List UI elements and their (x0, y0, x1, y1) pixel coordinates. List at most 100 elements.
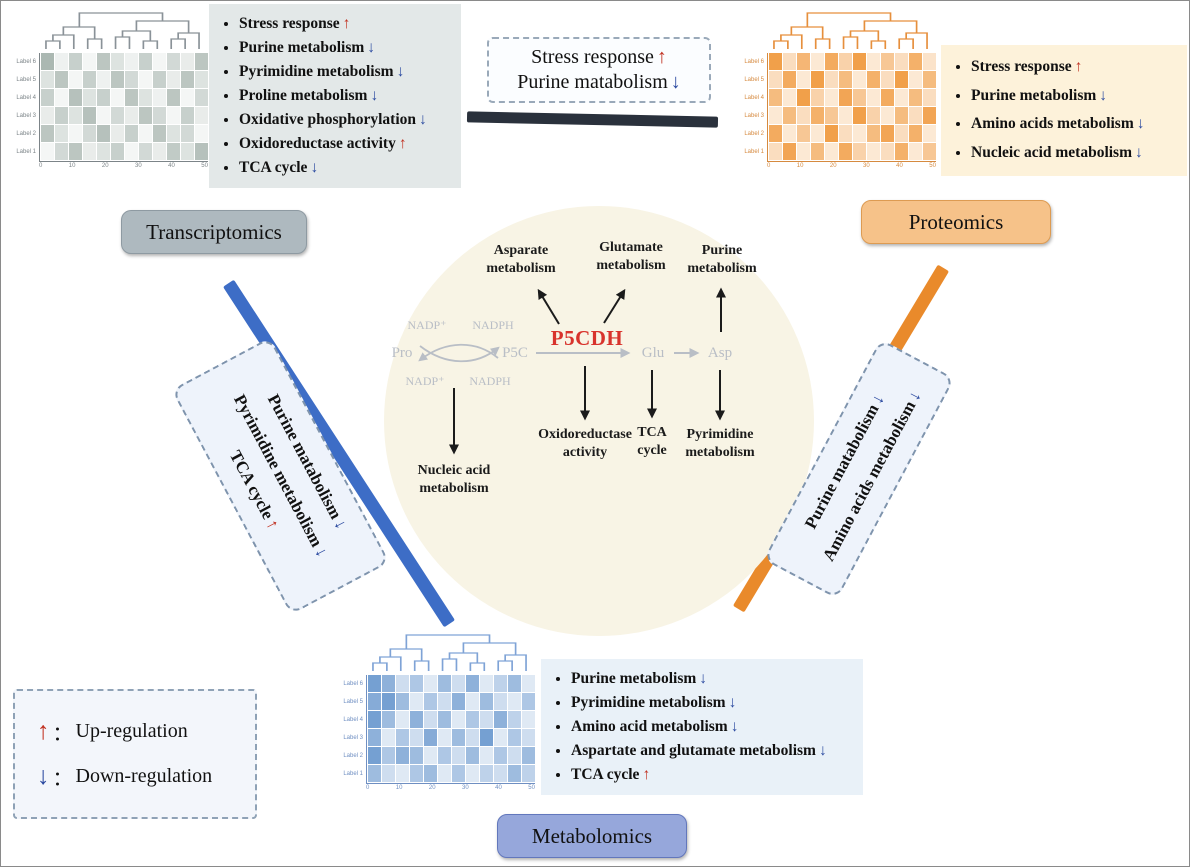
proteomics-title-badge: Proteomics (861, 200, 1051, 244)
regulation-arrow: ↓ (818, 742, 827, 760)
transcriptomics-findings-box: Stress response↑ Purine metabolism↓ Pyri… (209, 4, 461, 189)
label-line: Pyrimidine (686, 427, 754, 442)
metabolomics-findings-box: Purine metabolism↓ Pyrimidine metabolism… (541, 659, 863, 796)
metabolomics-title-badge: Metabolomics (497, 814, 687, 858)
metabolomics-findings-list: Purine metabolism↓ Pyrimidine metabolism… (551, 667, 853, 787)
cofactor-nadp-bottom: NADP⁺ (405, 374, 445, 388)
legend-separator: ： (52, 768, 73, 790)
metabolomics-dendrogram (372, 634, 527, 672)
regulation-arrow: ↑ (642, 766, 651, 784)
regulation-arrow: ↓ (1135, 144, 1143, 162)
legend-label: Up-regulation (75, 720, 188, 742)
finding-item: Purine metabolism↓ (971, 82, 1177, 111)
transcriptomics-title: Transcriptomics (146, 219, 282, 244)
regulation-arrow: ↓ (367, 39, 376, 57)
cofactor-nadph-top: NADPH (472, 318, 514, 332)
label-line: cycle (637, 442, 667, 458)
legend-arrow: ↑ (37, 717, 50, 745)
finding-text: Pyrimidine metabolism (571, 694, 726, 712)
heatmap-grid (366, 675, 535, 784)
legend-arrow: ↓ (37, 762, 50, 790)
transcriptomics-title-badge: Transcriptomics (121, 210, 307, 254)
process-asparate-metabolism: Asparate metabolism (476, 242, 566, 277)
regulation-arrow: ↓ (699, 670, 708, 687)
finding-text: Purine metabolism (239, 39, 365, 57)
regulation-arrow: ↑ (656, 46, 667, 68)
proteomics-dendrogram (773, 12, 928, 50)
shared-findings-box: Stress response↑ Purine matabolism↓ (487, 37, 711, 103)
legend-item: ↑ ： Up-regulation (37, 717, 255, 746)
finding-text: Nucleic acid metabolism (971, 144, 1133, 162)
finding-item: Pyrimidine metabolism↓ (239, 60, 451, 84)
label-line: Asparate (493, 243, 549, 258)
finding-item: Pyrimidine metabolism↓ (571, 691, 853, 715)
finding-item: Stress response↑ (239, 12, 451, 36)
finding-item: Stress response↑ (971, 53, 1177, 82)
proteomics-title: Proteomics (908, 209, 1004, 234)
finding-item: Oxidative phosphorylation↓ (239, 108, 451, 132)
finding-item: Amino acid metabolism↓ (571, 715, 853, 739)
node-pro: Pro (391, 345, 413, 361)
label-line: metabolism (419, 480, 489, 496)
label-line: metabolism (685, 444, 755, 460)
process-tca-cycle: TCA cycle (629, 424, 675, 459)
pathway-circle: Asparate metabolism Glutamate metabolism P… (384, 206, 814, 636)
heatmap-grid (39, 53, 208, 162)
label-line: activity (562, 444, 608, 460)
finding-item: Proline metabolism↓ (239, 84, 451, 108)
process-pyrimidine-metabolism: Pyrimidine metabolism (675, 426, 765, 461)
process-glutamate-metabolism: Glutamate metabolism (584, 239, 678, 274)
finding-item: Aspartate and glutamate metabolism↓ (571, 739, 853, 763)
label-line: TCA (637, 425, 667, 440)
finding-text: Stress response (531, 46, 654, 68)
node-asp: Asp (707, 345, 733, 361)
finding-text: TCA cycle (571, 766, 640, 784)
finding-text: Aspartate and glutamate metabolism (571, 742, 816, 760)
finding-item: Purine metabolism↓ (571, 667, 853, 691)
finding-text: Purine metabolism (971, 86, 1097, 104)
regulation-arrow: ↑ (342, 15, 351, 32)
finding-text: Purine metabolism (571, 670, 697, 687)
finding-text: Proline metabolism (239, 87, 368, 105)
finding-item: TCA cycle↓ (239, 156, 451, 180)
metabolomics-title: Metabolomics (531, 823, 653, 848)
heatmap-grid (767, 53, 936, 162)
arrow-to-asparate-metabolism (537, 288, 560, 325)
label-line: Nucleic acid (417, 463, 491, 478)
regulation-arrow: ↓ (670, 71, 681, 93)
proteomics-findings-list: Stress response↑ Purine metabolism↓ Amin… (951, 53, 1177, 168)
finding-text: Stress response (971, 58, 1072, 75)
label-line: Glutamate (599, 240, 663, 255)
finding-text: Oxidoreductase activity (239, 135, 396, 153)
cofactor-nadp-top: NADP⁺ (407, 318, 447, 332)
proteomics-findings-box: Stress response↑ Purine metabolism↓ Amin… (941, 45, 1187, 176)
finding-text: Purine matabolism (517, 71, 668, 93)
regulation-arrow: ↓ (419, 111, 427, 129)
label-line: metabolism (687, 260, 757, 276)
shared-finding: Stress response↑ (531, 46, 667, 69)
arrow-pro-to-p5c (419, 345, 500, 363)
finding-text: Oxidative phosphorylation (239, 111, 416, 129)
pathway-arrows (418, 287, 726, 455)
legend-label: Down-regulation (75, 765, 213, 787)
finding-text: Stress response (239, 15, 340, 32)
regulation-arrow: ↓ (310, 159, 319, 177)
divider-bar-top (466, 111, 719, 128)
process-nucleic-acid-metabolism: Nucleic acid metabolism (404, 462, 504, 497)
label-line: metabolism (596, 257, 666, 273)
label-line: metabolism (486, 260, 556, 276)
regulation-arrow: ↓ (370, 87, 379, 105)
finding-item: Purine metabolism↓ (239, 36, 451, 60)
finding-item: Nucleic acid metabolism↓ (971, 139, 1177, 168)
